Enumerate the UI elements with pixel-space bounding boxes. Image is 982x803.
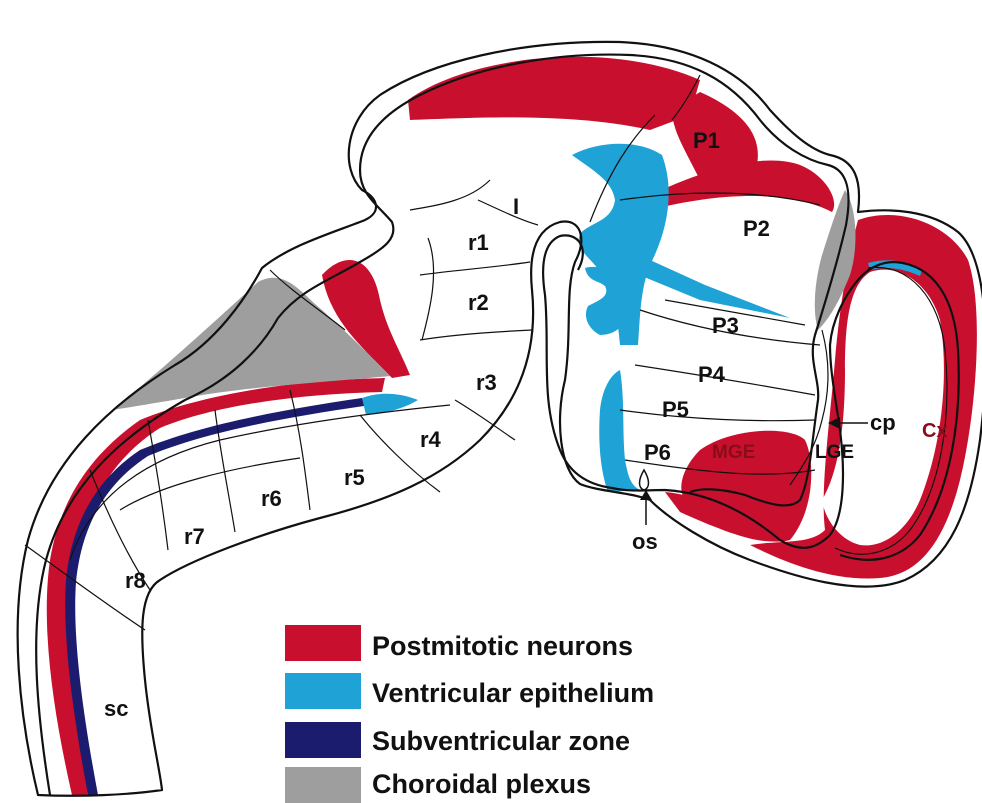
legend-label-choroid: Choroidal plexus (372, 769, 591, 799)
label-p3: P3 (712, 313, 739, 338)
legend-label-ventricular: Ventricular epithelium (372, 678, 654, 708)
label-mge: MGE (712, 442, 755, 463)
label-p5: P5 (662, 397, 689, 422)
label-p1: P1 (693, 128, 720, 153)
legend-item-postmitotic: Postmitotic neurons (285, 625, 633, 661)
label-p4: P4 (698, 362, 726, 387)
legend-label-subventricular: Subventricular zone (372, 726, 630, 756)
legend: Postmitotic neurons Ventricular epitheli… (285, 625, 654, 803)
label-r6: r6 (261, 486, 282, 511)
label-cx: Cx (922, 420, 948, 442)
label-os: os (632, 529, 658, 554)
legend-label-postmitotic: Postmitotic neurons (372, 631, 633, 661)
label-r1: r1 (468, 230, 489, 255)
label-r3: r3 (476, 370, 497, 395)
label-i: I (513, 194, 519, 219)
label-r5: r5 (344, 465, 365, 490)
legend-item-ventricular: Ventricular epithelium (285, 673, 654, 709)
label-sc: sc (104, 696, 128, 721)
legend-item-subventricular: Subventricular zone (285, 722, 630, 758)
ventricular-zone-lower (599, 370, 640, 492)
label-p2: P2 (743, 216, 770, 241)
legend-swatch-postmitotic (285, 625, 361, 661)
roof-postmitotic-band (408, 57, 700, 130)
legend-swatch-ventricular (285, 673, 361, 709)
legend-swatch-subventricular (285, 722, 361, 758)
p2-postmitotic-band (640, 160, 834, 212)
label-r2: r2 (468, 290, 489, 315)
label-lge: LGE (815, 442, 854, 463)
label-r4: r4 (420, 427, 442, 452)
label-p6: P6 (644, 440, 671, 465)
label-r8: r8 (125, 568, 146, 593)
label-cp: cp (870, 410, 896, 435)
optic-stalk-shape (640, 470, 649, 490)
label-r7: r7 (184, 524, 205, 549)
legend-swatch-choroid (285, 767, 361, 803)
legend-item-choroid: Choroidal plexus (285, 767, 591, 803)
